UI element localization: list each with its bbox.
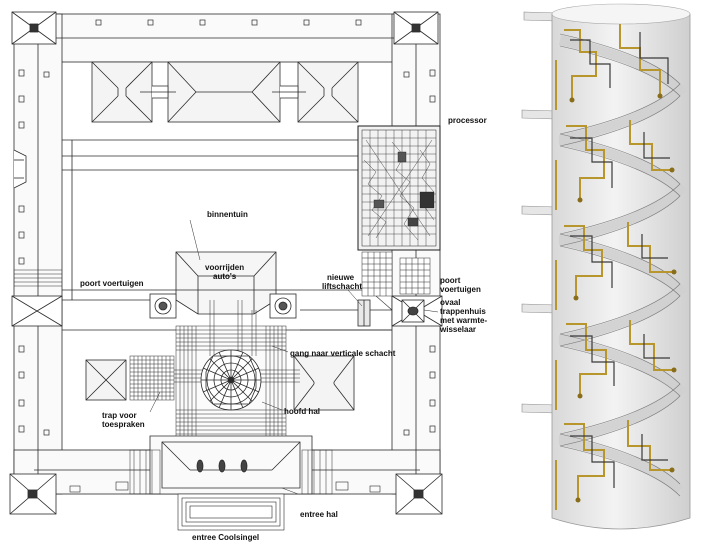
label-gang: gang naar verticale schacht	[290, 349, 396, 358]
circuit-tower-render	[521, 3, 691, 530]
label-entree-hal: entree hal	[300, 510, 338, 519]
lift-shaft	[357, 299, 371, 327]
label-voorrijden-line1: voorrijden	[205, 263, 245, 272]
processor-block	[357, 125, 441, 251]
label-lift-line2: liftschacht	[322, 282, 363, 291]
north-roof-3	[297, 61, 359, 123]
vent-right	[269, 293, 297, 319]
corner-pavilion-nw	[11, 11, 57, 45]
roof-se	[293, 355, 355, 411]
roof-sw	[85, 359, 127, 401]
label-voorrijden-line2: auto's	[213, 272, 237, 281]
spiral-stair	[558, 35, 688, 494]
floor-plan	[9, 11, 443, 531]
stair-west	[14, 269, 62, 287]
north-roof-2	[167, 61, 281, 123]
voorrijden-roof	[175, 251, 277, 315]
corner-pavilion-ne	[393, 11, 439, 45]
circuit-pads	[569, 93, 677, 503]
stair-east-1	[361, 251, 393, 297]
corner-pavilion-se	[395, 473, 443, 515]
label-poort-east-line1: poort	[440, 276, 461, 285]
oval-stairwell	[401, 299, 425, 323]
label-ovaal-line4: wisselaar	[440, 325, 477, 334]
label-lift-line1: nieuwe	[327, 273, 355, 282]
label-ovaal-line3: met warmte-	[440, 316, 488, 325]
corner-pavilion-sw	[9, 473, 57, 515]
label-processor: processor	[448, 116, 487, 125]
label-entree-coolsingel: entree Coolsingel	[192, 533, 260, 542]
stair-east-2	[399, 257, 431, 295]
circuit-traces-gold	[555, 24, 674, 510]
label-binnentuin: binnentuin	[207, 210, 248, 219]
west-bay	[13, 149, 27, 189]
entrance-steps	[177, 493, 285, 531]
label-trap-line2: toespraken	[102, 420, 145, 429]
speaking-stair	[129, 355, 175, 401]
label-trap-line1: trap voor	[102, 411, 137, 420]
vent-left	[149, 293, 177, 319]
circuit-traces-dark	[570, 32, 670, 488]
central-dome	[200, 349, 262, 411]
mid-pavilion-west	[11, 295, 63, 327]
label-ovaal-line1: ovaal	[440, 298, 461, 307]
label-poort-east-line2: voertuigen	[440, 285, 481, 294]
label-ovaal-line2: trappenhuis	[440, 307, 486, 316]
label-hoofd-hal: hoofd hal	[284, 407, 320, 416]
entrance-hall	[129, 435, 333, 495]
label-poort-voertuigen-west: poort voertuigen	[80, 279, 144, 288]
